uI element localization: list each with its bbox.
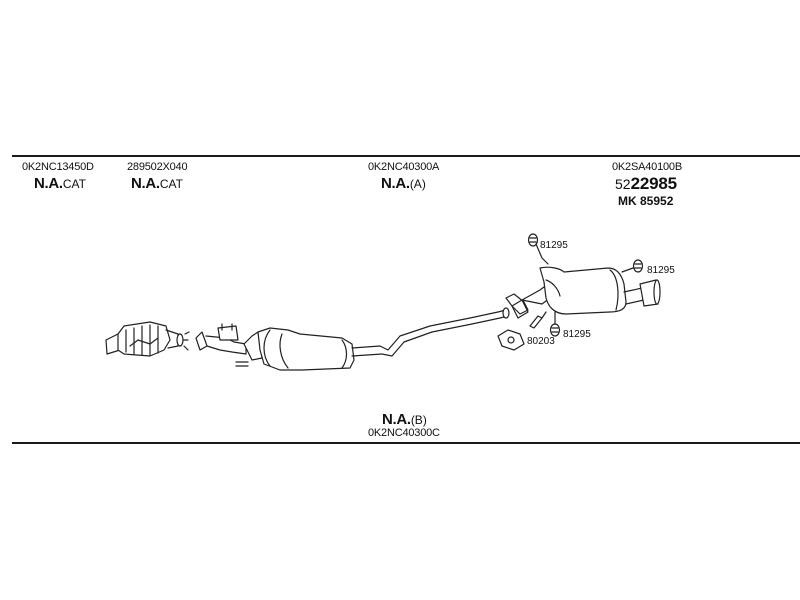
cat2-na: N.A. — [131, 175, 160, 192]
center-silencer-icon — [243, 327, 355, 371]
cat1-label: N.A.CAT — [34, 175, 86, 193]
cat1-na: N.A. — [34, 175, 63, 192]
hanger-right-number: 81295 — [647, 265, 675, 276]
catalytic-converter-2-icon — [195, 323, 249, 367]
top-divider-line — [12, 155, 800, 157]
middle-pipe-icon — [351, 307, 510, 357]
bottom-suffix: (B) — [410, 413, 427, 427]
bottom-na: N.A. — [382, 411, 411, 428]
bottom-label: N.A.(B) — [382, 411, 427, 429]
cat1-part-number: 0K2NC13450D — [22, 161, 94, 173]
center-label: N.A.(A) — [381, 175, 426, 193]
hanger-bracket-icon — [529, 311, 547, 329]
hanger-low-number: 81295 — [563, 329, 591, 340]
cat2-part-number: 289502X040 — [127, 161, 188, 173]
rear-number: 5222985 — [615, 174, 677, 194]
center-suffix: (A) — [409, 177, 426, 191]
gasket-number: 80203 — [527, 336, 555, 347]
catalytic-converter-1-icon — [105, 321, 190, 357]
cat1-suffix: CAT — [62, 177, 86, 191]
rear-silencer-icon — [521, 266, 661, 315]
rear-part-number: 0K2SA40100B — [612, 161, 682, 173]
center-na: N.A. — [381, 175, 410, 192]
hanger-rubber-right-icon — [621, 259, 644, 273]
hanger-rubber-top-icon — [527, 233, 549, 265]
bottom-part-number: 0K2NC40300C — [368, 427, 440, 439]
cat2-label: N.A.CAT — [131, 175, 183, 193]
rear-number-main: 22985 — [630, 174, 677, 193]
flange-gasket-icon — [497, 293, 529, 351]
center-part-number: 0K2NC40300A — [368, 161, 440, 173]
hanger-rubber-low-icon — [549, 311, 561, 337]
rear-number-prefix: 52 — [615, 176, 631, 192]
hanger-top-number: 81295 — [540, 240, 568, 251]
cat2-suffix: CAT — [159, 177, 183, 191]
rear-mk-number: MK 85952 — [618, 194, 674, 208]
bottom-divider-line — [12, 442, 800, 444]
